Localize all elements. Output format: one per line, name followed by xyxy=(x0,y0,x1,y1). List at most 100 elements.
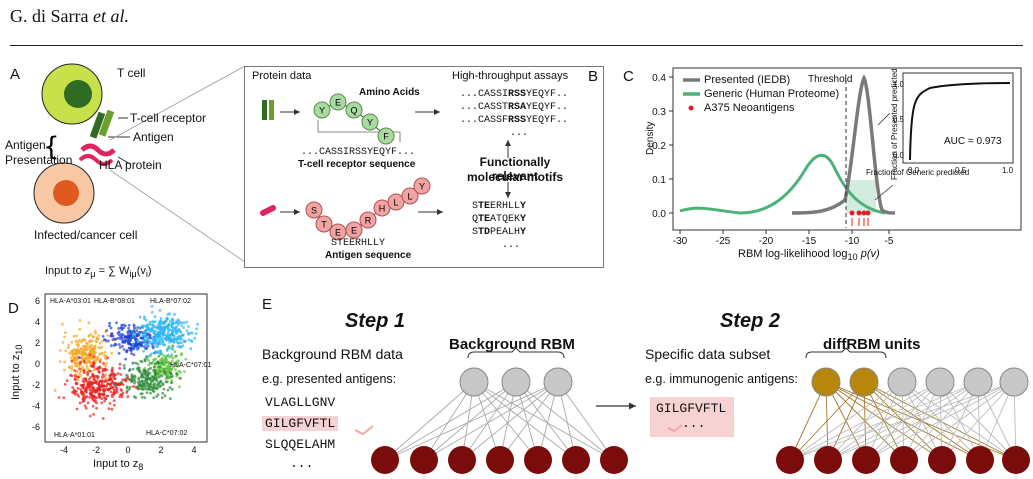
scatter-point xyxy=(57,396,61,399)
scatter-point xyxy=(115,321,118,325)
scatter-point xyxy=(144,341,148,345)
scatter-point xyxy=(83,353,87,357)
scatter-point xyxy=(111,380,115,384)
scatter-point xyxy=(85,364,89,368)
scatter-point xyxy=(88,414,92,418)
scatter-point xyxy=(143,358,147,362)
scatter-point xyxy=(144,387,148,391)
scatter-point xyxy=(179,377,182,380)
tcr-left xyxy=(89,111,106,139)
amino-acid-bead xyxy=(313,101,331,119)
scatter-point xyxy=(81,379,85,383)
scatter-point xyxy=(104,364,108,368)
neo-point xyxy=(849,210,855,216)
plot-frame xyxy=(672,67,1022,231)
scatter-point xyxy=(88,350,92,354)
scatter-point xyxy=(147,387,151,391)
scatter-point xyxy=(135,329,139,332)
scatter-point xyxy=(109,373,113,377)
scatter-point xyxy=(147,363,151,367)
hidden-unit xyxy=(811,367,841,397)
scatter-point xyxy=(121,383,125,386)
scatter-point xyxy=(170,381,173,384)
scatter-point xyxy=(168,320,172,323)
amino-acid-letter: E xyxy=(351,226,357,236)
scatter-point xyxy=(131,361,135,365)
svg-text:0.0: 0.0 xyxy=(908,166,920,175)
scatter-point xyxy=(86,401,90,405)
scatter-point xyxy=(166,317,170,320)
scatter-point xyxy=(92,345,96,349)
scatter-point xyxy=(108,402,112,405)
scatter-point xyxy=(89,376,92,379)
scatter-point xyxy=(155,379,159,383)
scatter-point xyxy=(89,344,92,348)
scatter-point xyxy=(76,345,80,348)
scatter-point xyxy=(175,331,179,335)
amino-acid-letter: S xyxy=(311,206,317,216)
inset-xlabel: Fraction of Generic predicted xyxy=(866,168,970,177)
scatter-point xyxy=(190,340,194,343)
running-header: G. di Sarra et al. xyxy=(10,6,129,27)
scatter-point xyxy=(147,325,151,329)
antigen-caption: Antigen sequence xyxy=(325,250,412,261)
scatter-point xyxy=(59,349,62,352)
svg-text:6: 6 xyxy=(35,296,40,306)
bg-eg-label: e.g. presented antigens: xyxy=(262,372,397,386)
scatter-point xyxy=(148,371,152,375)
scatter-point xyxy=(94,331,97,335)
panel-d-label: D xyxy=(8,300,19,317)
scatter-point xyxy=(175,362,179,366)
tcr-line: ...CASSFRSSYEQYF.. xyxy=(460,115,569,126)
antigen-sequence: STEERHLLY xyxy=(331,238,386,249)
svg-text:{: { xyxy=(43,132,60,162)
scatter-point xyxy=(72,356,76,360)
scatter-point xyxy=(88,353,92,357)
y-tick: 0.4 xyxy=(652,73,666,84)
scatter-point xyxy=(86,367,89,371)
scatter-point xyxy=(109,334,113,338)
scatter-point xyxy=(186,331,190,335)
scatter-point xyxy=(98,392,101,395)
scatter-point xyxy=(146,370,150,374)
antigen-shape xyxy=(80,143,116,157)
scatter-point xyxy=(144,325,148,328)
scatter-point xyxy=(145,391,149,395)
scatter-point xyxy=(125,349,129,352)
scatter-point xyxy=(85,395,89,399)
scatter-point xyxy=(164,380,168,384)
x-tick: -10 xyxy=(845,236,860,247)
scatter-point xyxy=(150,304,154,308)
scatter-point xyxy=(132,353,136,357)
scatter-point xyxy=(75,355,79,359)
scatter-point xyxy=(172,365,175,369)
scatter-point xyxy=(104,354,108,358)
scatter-point xyxy=(69,373,72,377)
scatter-point xyxy=(176,345,180,348)
x-tick: -5 xyxy=(885,236,894,247)
scatter-point xyxy=(161,391,165,395)
amino-acid-bead xyxy=(345,221,363,239)
scatter-point xyxy=(97,388,101,392)
svg-text:1.0: 1.0 xyxy=(1002,166,1014,175)
scatter-point xyxy=(63,335,66,339)
scatter-point xyxy=(189,347,193,351)
scatter-point xyxy=(121,344,124,348)
scatter-point xyxy=(112,392,116,395)
scatter-point xyxy=(118,346,122,349)
scatter-point xyxy=(98,396,102,400)
scatter-point xyxy=(72,388,76,392)
antigen-motif-lines: STEERHLLY QTEATQEKY STDPEALHY ... xyxy=(472,200,526,252)
scatter-point xyxy=(102,384,106,387)
y-tick: 0.1 xyxy=(652,175,666,186)
bg-seq-highlight: GILGFVFTL xyxy=(262,416,339,431)
scatter-point xyxy=(187,325,190,328)
amino-acid-letter: Y xyxy=(319,106,325,116)
scatter-point xyxy=(168,346,172,350)
scatter-point xyxy=(92,413,95,416)
hidden-unit xyxy=(543,367,573,397)
scatter-point xyxy=(176,364,180,368)
scatter-point xyxy=(78,367,81,371)
scatter-point xyxy=(155,395,159,398)
scatter-point xyxy=(71,350,74,353)
